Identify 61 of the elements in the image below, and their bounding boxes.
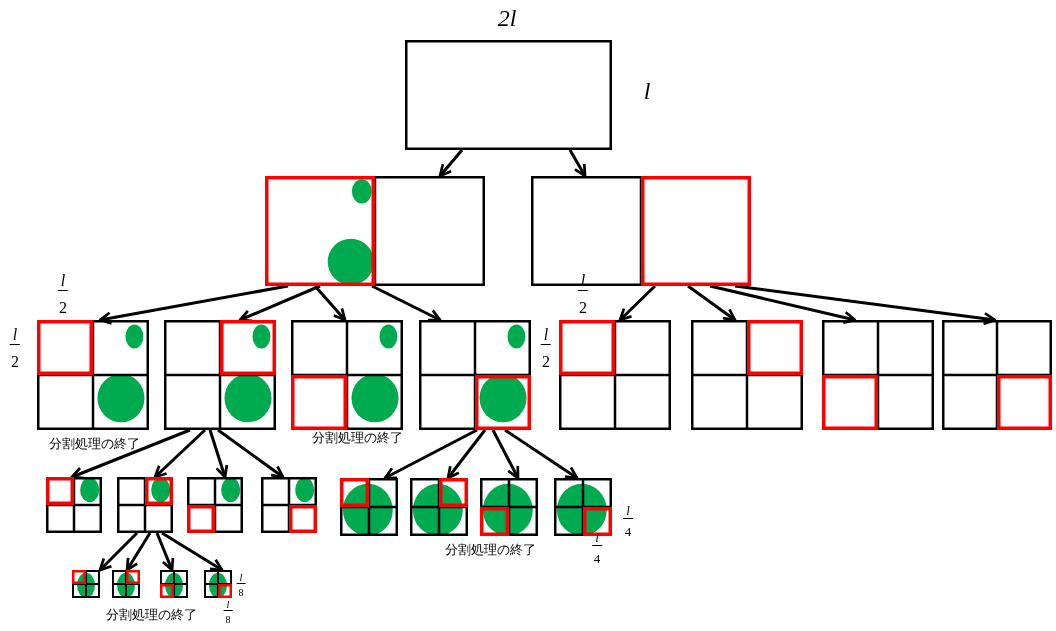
quadrant-grid [164,320,276,430]
fraction-denominator: 2 [579,299,587,317]
quadrant-grid [204,570,232,598]
fraction-denominator: 4 [593,552,601,567]
arrow [491,429,520,480]
dimension-label: l [643,78,651,105]
arrow [161,531,224,572]
arrow [125,532,152,572]
arrow [446,429,487,480]
arrow [238,284,321,323]
quadrant-grid [261,477,317,533]
arrow [313,285,347,322]
quadrant-grid [117,477,173,533]
quadrant-grid [187,477,243,533]
status-note: 分割処理の終了 [48,437,140,452]
quadrant-grid [291,320,403,430]
quadrant-grid [160,570,188,598]
arrow [155,532,175,572]
fraction-numerator: l [540,326,552,345]
region-box [405,40,612,150]
fraction-numerator: l [57,272,69,291]
fraction-denominator: 8 [225,614,231,625]
fraction-denominator: 4 [624,525,632,540]
arrow [371,284,442,322]
quadrant-grid [691,320,803,430]
arrow [734,284,997,326]
quadrant-grid [822,320,934,430]
quadrant-grid [37,320,149,430]
quadrant-grid [72,570,100,598]
quadrant-grid [112,570,140,598]
fraction-numerator: l [223,599,233,611]
arrow [217,428,285,479]
arrow [98,284,289,325]
fraction-numerator: l [9,326,21,345]
arrow [70,428,191,480]
arrow [208,429,229,479]
dimension-label: 2l [497,5,517,32]
arrow [383,428,478,480]
split-region [531,176,751,286]
arrow [504,428,579,480]
arrow [98,531,139,572]
quadrant-grid [46,477,102,533]
fraction-numerator: l [623,504,633,520]
arrow [438,149,464,178]
quadrant-grid [419,320,531,430]
fraction-denominator: 2 [542,353,550,371]
arrow [568,149,587,178]
arrow [687,284,737,322]
arrow [153,428,207,479]
status-note: 分割処理の終了 [444,543,536,558]
arrow [709,284,857,325]
fraction-numerator: l [592,531,602,547]
split-region [265,176,485,286]
arrow [618,284,657,322]
fraction-denominator: 2 [59,299,67,317]
status-note: 分割処理の終了 [311,431,403,446]
fraction-numerator: l [236,572,246,584]
quadrant-grid [942,320,1052,430]
fraction-denominator: 2 [11,353,19,371]
status-note: 分割処理の終了 [105,608,197,623]
quadrant-grid [559,320,671,430]
